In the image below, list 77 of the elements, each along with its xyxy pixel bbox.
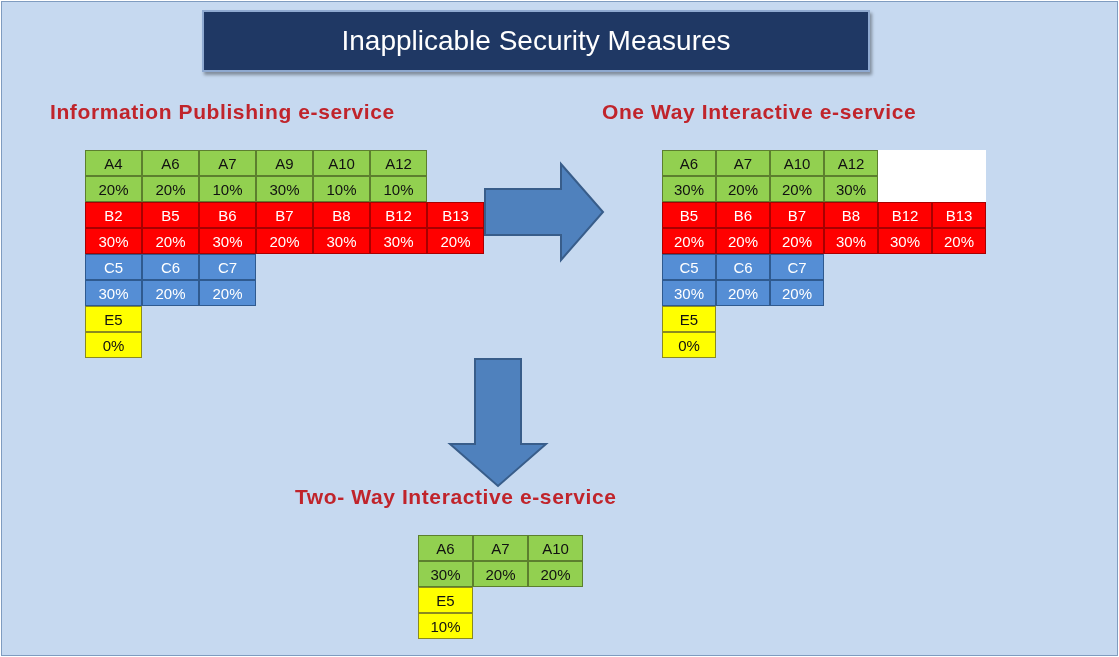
- table-cell: 30%: [370, 228, 427, 254]
- table-cell: 20%: [716, 228, 770, 254]
- table-cell: B5: [662, 202, 716, 228]
- table-cell: A12: [824, 150, 878, 176]
- table-cell: 10%: [418, 613, 473, 639]
- table-cell: A6: [142, 150, 199, 176]
- table-cell: 20%: [528, 561, 583, 587]
- table-cell: A10: [313, 150, 370, 176]
- table-cell: B7: [256, 202, 313, 228]
- table-cell: 0%: [662, 332, 716, 358]
- table-cell: C7: [199, 254, 256, 280]
- table-cell: 30%: [199, 228, 256, 254]
- table-cell: A12: [370, 150, 427, 176]
- table-cell: B6: [199, 202, 256, 228]
- table-cell: 20%: [716, 280, 770, 306]
- table-cell: B8: [313, 202, 370, 228]
- section-heading: Two- Way Interactive e-service: [295, 485, 617, 509]
- table-cell: C5: [85, 254, 142, 280]
- table-cell: A6: [662, 150, 716, 176]
- table-cell: 0%: [85, 332, 142, 358]
- table-cell: 20%: [932, 228, 986, 254]
- table-cell: E5: [418, 587, 473, 613]
- table-cell: A9: [256, 150, 313, 176]
- table-cell: 20%: [85, 176, 142, 202]
- table-cell: B12: [370, 202, 427, 228]
- table-cell: 20%: [427, 228, 484, 254]
- table-cell: C7: [770, 254, 824, 280]
- table-cell: 30%: [662, 280, 716, 306]
- table-cell: 30%: [662, 176, 716, 202]
- table-cell: B12: [878, 202, 932, 228]
- table-cell: B13: [427, 202, 484, 228]
- table-cell: B2: [85, 202, 142, 228]
- table-cell: B7: [770, 202, 824, 228]
- table-cell: E5: [85, 306, 142, 332]
- block-arrow: [484, 161, 605, 263]
- table-cell: C6: [716, 254, 770, 280]
- section-heading: One Way Interactive e-service: [602, 100, 917, 124]
- table-cell: 10%: [370, 176, 427, 202]
- table-cell: A10: [770, 150, 824, 176]
- table-cell: 20%: [142, 176, 199, 202]
- table-cell: 20%: [256, 228, 313, 254]
- table-cell: 20%: [770, 228, 824, 254]
- table-cell: A7: [716, 150, 770, 176]
- title-banner: Inapplicable Security Measures: [202, 10, 870, 72]
- table-cell: 20%: [716, 176, 770, 202]
- table-cell: 30%: [85, 228, 142, 254]
- table-cell: 20%: [142, 228, 199, 254]
- table-cell: 30%: [256, 176, 313, 202]
- block-arrow: [447, 358, 549, 488]
- table-cell: 10%: [313, 176, 370, 202]
- table-cell: A6: [418, 535, 473, 561]
- table-cell: C5: [662, 254, 716, 280]
- table-cell: B13: [932, 202, 986, 228]
- table-cell: A7: [199, 150, 256, 176]
- table-cell: A7: [473, 535, 528, 561]
- table-cell: A4: [85, 150, 142, 176]
- empty-cell: [878, 150, 986, 202]
- table-cell: 20%: [142, 280, 199, 306]
- table-cell: 20%: [770, 176, 824, 202]
- table-cell: C6: [142, 254, 199, 280]
- table-cell: 20%: [770, 280, 824, 306]
- table-cell: B5: [142, 202, 199, 228]
- table-cell: 30%: [418, 561, 473, 587]
- section-heading: Information Publishing e-service: [50, 100, 395, 124]
- table-cell: 30%: [824, 176, 878, 202]
- table-cell: E5: [662, 306, 716, 332]
- table-cell: 10%: [199, 176, 256, 202]
- table-cell: 20%: [199, 280, 256, 306]
- table-cell: B8: [824, 202, 878, 228]
- table-cell: 20%: [662, 228, 716, 254]
- table-cell: B6: [716, 202, 770, 228]
- table-cell: 30%: [878, 228, 932, 254]
- table-cell: A10: [528, 535, 583, 561]
- table-cell: 20%: [473, 561, 528, 587]
- table-cell: 30%: [313, 228, 370, 254]
- table-cell: 30%: [85, 280, 142, 306]
- table-cell: 30%: [824, 228, 878, 254]
